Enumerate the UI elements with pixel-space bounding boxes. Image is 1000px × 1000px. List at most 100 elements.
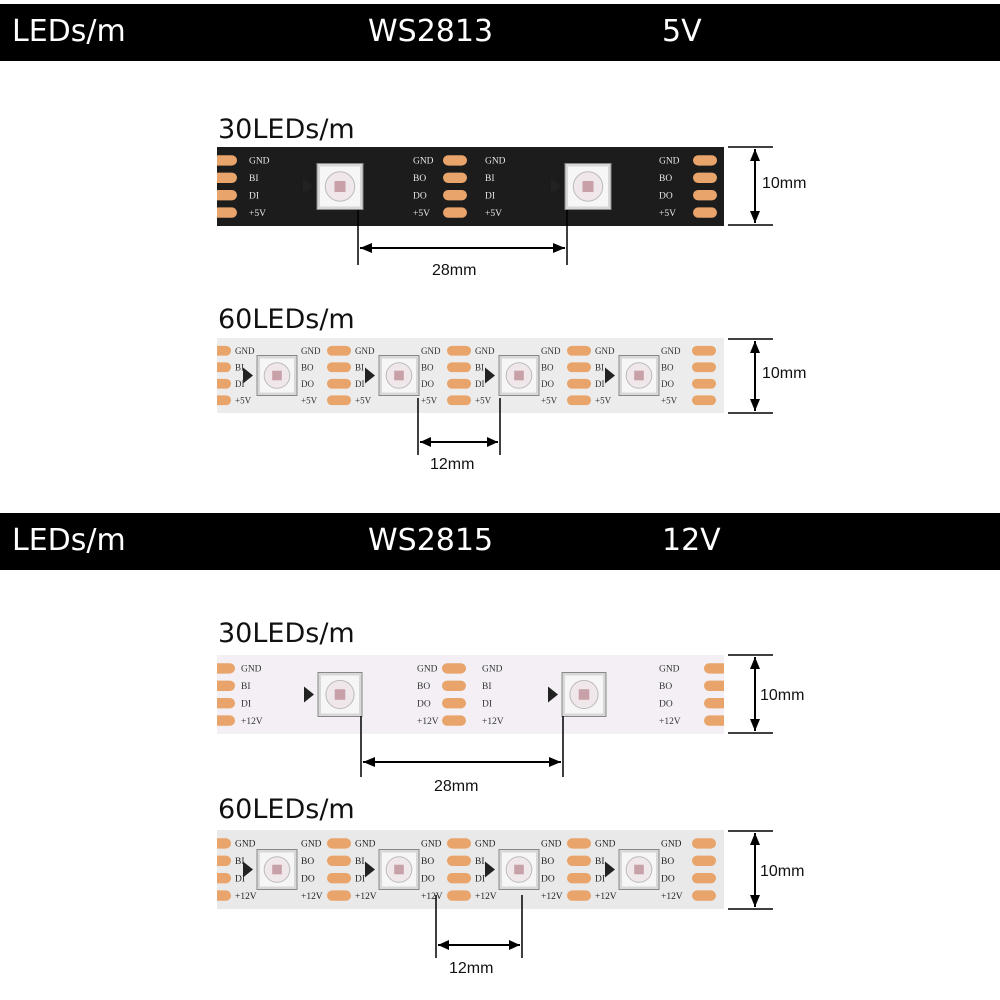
solder-pad [567, 873, 591, 884]
led-spacing-label: 12mm [449, 960, 494, 977]
led-chip [256, 355, 298, 396]
solder-pad [217, 663, 235, 674]
pin-label: BO [301, 362, 314, 372]
header-voltage: 12V [662, 523, 721, 558]
pin-label: +5V [541, 395, 558, 405]
solder-pad [447, 378, 471, 389]
solder-pad [692, 838, 716, 849]
solder-pad [327, 362, 351, 373]
pin-label: GND [541, 346, 561, 356]
strip-width-dimension [725, 830, 785, 910]
pin-label: +5V [475, 395, 492, 405]
pin-label: BI [595, 362, 604, 372]
solder-pad [217, 873, 231, 884]
strip-width-label: 10mm [762, 175, 807, 192]
pin-label: +5V [595, 395, 612, 405]
pin-label: DI [482, 700, 492, 710]
solder-pad [447, 890, 471, 901]
pin-label: DO [413, 192, 427, 202]
solder-pad [327, 890, 351, 901]
pin-label: +5V [421, 395, 438, 405]
solder-pad [567, 855, 591, 866]
pin-label: DI [235, 875, 245, 885]
pin-label: GND [417, 665, 438, 675]
solder-pad [693, 155, 717, 166]
pin-label: DO [661, 379, 674, 389]
pin-label: GND [661, 346, 681, 356]
solder-pad [692, 378, 716, 389]
pin-label: BI [475, 857, 484, 867]
solder-pad [692, 890, 716, 901]
pin-label: GND [475, 840, 496, 850]
solder-pad [443, 207, 467, 218]
pin-label: DO [301, 379, 314, 389]
pin-label: +5V [413, 209, 430, 219]
pin-label: BI [485, 174, 494, 184]
pin-label: BI [235, 857, 244, 867]
pin-label: DO [417, 700, 431, 710]
led-spacing-dimension [357, 210, 569, 266]
solder-pad [567, 395, 591, 406]
pin-label: BI [355, 857, 364, 867]
led-spacing-dimension [417, 398, 503, 456]
strip-density-label: 30LEDs/m [218, 114, 355, 145]
pin-label: DO [541, 379, 554, 389]
solder-pad [692, 873, 716, 884]
led-chip [561, 672, 607, 717]
strip-density-label: 60LEDs/m [218, 304, 355, 335]
strip-width-label: 10mm [760, 687, 805, 704]
pin-label: BO [413, 174, 426, 184]
pin-label: GND [661, 840, 682, 850]
pin-label: +12V [595, 892, 617, 902]
pin-label: DI [355, 379, 365, 389]
solder-pad [567, 362, 591, 373]
pin-label: +5V [661, 395, 678, 405]
solder-pad [447, 345, 471, 356]
solder-pad [447, 838, 471, 849]
pin-label: GND [595, 346, 615, 356]
led-spacing-label: 28mm [434, 778, 479, 795]
header-voltage: 5V [662, 14, 702, 49]
pin-label: +12V [475, 892, 497, 902]
pin-label: GND [659, 665, 680, 675]
led-chip [618, 849, 660, 890]
pin-label: GND [421, 346, 441, 356]
pin-label: GND [413, 157, 434, 167]
led-chip [564, 163, 612, 210]
pin-label: BO [659, 682, 672, 692]
pin-label: DO [421, 379, 434, 389]
pin-label: +12V [301, 892, 323, 902]
pin-label: DO [661, 875, 675, 885]
pin-label: BI [241, 682, 250, 692]
solder-pad [217, 378, 231, 389]
pin-label: GND [659, 157, 680, 167]
pin-label: DI [235, 379, 245, 389]
solder-pad [692, 395, 716, 406]
pin-label: GND [235, 840, 256, 850]
pin-label: DI [241, 700, 251, 710]
pin-label: DI [595, 875, 605, 885]
solder-pad [692, 345, 716, 356]
led-chip [498, 355, 540, 396]
solder-pad [692, 855, 716, 866]
header-chip-model: WS2813 [368, 14, 494, 49]
solder-pad [327, 378, 351, 389]
pin-label: +12V [235, 892, 257, 902]
pin-label: BO [659, 174, 672, 184]
led-chip [316, 163, 364, 210]
pin-label: BO [417, 682, 430, 692]
pin-label: +5V [301, 395, 318, 405]
solder-pad [447, 873, 471, 884]
solder-pad [567, 838, 591, 849]
pin-label: GND [301, 840, 322, 850]
pin-label: BI [482, 682, 491, 692]
led-spacing-dimension [435, 895, 525, 959]
solder-pad [442, 680, 466, 691]
pin-label: DO [659, 192, 673, 202]
solder-pad [217, 715, 235, 726]
solder-pad [217, 155, 237, 166]
solder-pad [217, 362, 231, 373]
pin-label: +5V [355, 395, 372, 405]
strip-width-label: 10mm [760, 863, 805, 880]
pin-label: DI [475, 379, 485, 389]
